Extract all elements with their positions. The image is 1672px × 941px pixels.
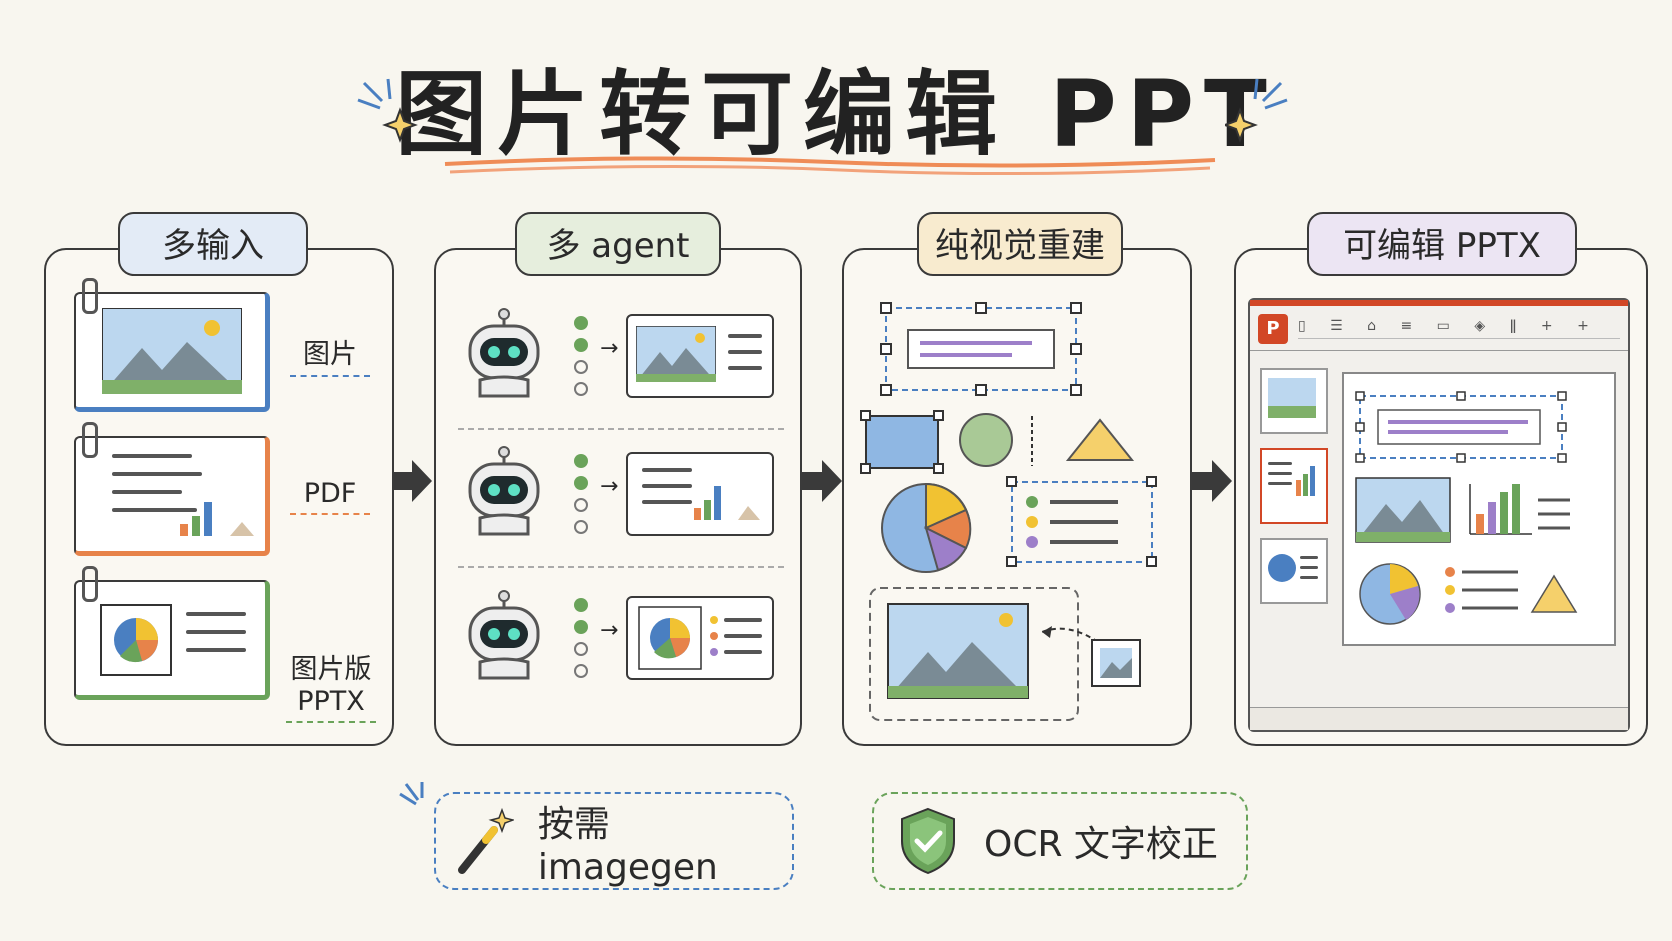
status-bar: [1250, 707, 1628, 730]
title-underline: [444, 156, 1216, 176]
arrow-right-icon: [1192, 460, 1232, 502]
divider: [458, 428, 784, 430]
reconstruction-canvas: [860, 302, 1157, 721]
arrow-right-icon: [392, 460, 432, 502]
sparkle-icon: [399, 782, 424, 806]
arrow-right-icon: [802, 460, 842, 502]
sparkle-icon: [357, 78, 418, 143]
ppt-window: P ▯ ☰ ⌂ ≡ ▭ ◈ ǁ + +: [1248, 298, 1630, 732]
stage-label: 可编辑 PPTX: [1307, 212, 1577, 276]
agent-row: →: [452, 438, 782, 548]
agent-row: →: [452, 582, 782, 692]
feature-ocr: OCR 文字校正: [872, 792, 1248, 890]
input-label: 图片: [290, 332, 370, 377]
input-label: 图片版 PPTX: [286, 616, 376, 754]
robot-icon: [468, 446, 540, 536]
pie-chart-icon: [638, 606, 702, 670]
shield-check-icon: [901, 807, 955, 875]
slide-content: [1355, 391, 1578, 625]
ppt-logo-icon: P: [1258, 314, 1288, 344]
input-label: PDF: [290, 478, 370, 515]
robot-icon: [468, 308, 540, 398]
page-title: 图片转可编辑 PPT: [395, 61, 1277, 168]
feature-label: OCR 文字校正: [984, 824, 1218, 865]
bar-chart-icon: [694, 486, 760, 520]
feature-imagegen: 按需 imagegen: [434, 792, 794, 890]
stage-label: 纯视觉重建: [917, 212, 1123, 276]
bar-chart-icon: [180, 502, 254, 536]
feature-label: 按需 imagegen: [537, 803, 718, 888]
divider: [458, 566, 784, 568]
slide-thumbnail[interactable]: [1260, 368, 1328, 434]
stage-label: 多输入: [118, 212, 308, 276]
slide-thumbnail[interactable]: [1260, 538, 1328, 604]
stage-label: 多 agent: [515, 212, 721, 276]
magic-wand-icon: [458, 807, 514, 874]
slide-thumbnail[interactable]: [1260, 448, 1328, 524]
pie-chart-icon: [100, 604, 172, 676]
sparkle-icon: [1225, 78, 1288, 143]
landscape-icon: [102, 308, 242, 394]
ribbon-toolbar: ▯ ☰ ⌂ ≡ ▭ ◈ ǁ + +: [1298, 318, 1620, 339]
landscape-icon: [636, 326, 716, 382]
agent-row: →: [452, 300, 782, 410]
robot-icon: [468, 590, 540, 680]
